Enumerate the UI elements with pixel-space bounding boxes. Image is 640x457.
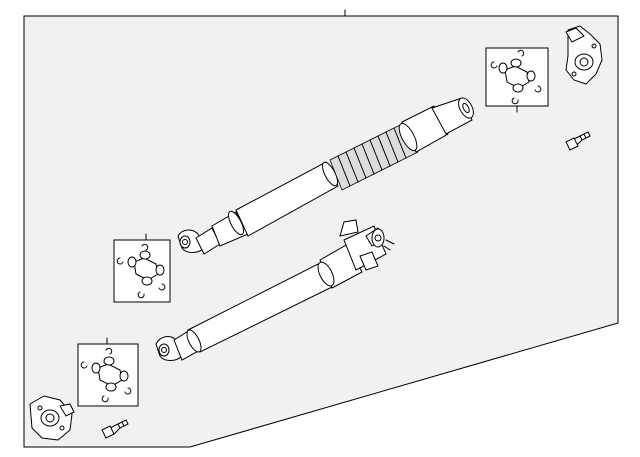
front-drive-shaft[interactable] [177,95,476,255]
universal-joint-middle-left[interactable] [113,233,171,303]
front-shaft-front-yoke [177,227,221,255]
flange-yoke-bottom-left[interactable] [29,395,75,441]
snap-ring-icons [116,243,166,299]
snap-ring-icons [490,49,542,105]
universal-joint-top-right[interactable] [485,47,549,113]
universal-joint-bottom-left[interactable] [77,337,139,407]
u-joint-cross-icon [498,58,536,93]
u-joint-cross-icon [127,250,165,286]
rear-drive-shaft[interactable] [155,219,395,361]
u-joint-cross-icon [91,356,129,392]
rear-shaft-rear-yoke [339,219,395,271]
spline-ridges [337,127,407,187]
bolt-bottom-left[interactable] [101,419,129,439]
bolt-top-right[interactable] [565,131,591,151]
front-shaft-tube [235,161,339,237]
flange-yoke-top-right[interactable] [565,25,603,85]
snap-ring-icons [80,347,132,403]
